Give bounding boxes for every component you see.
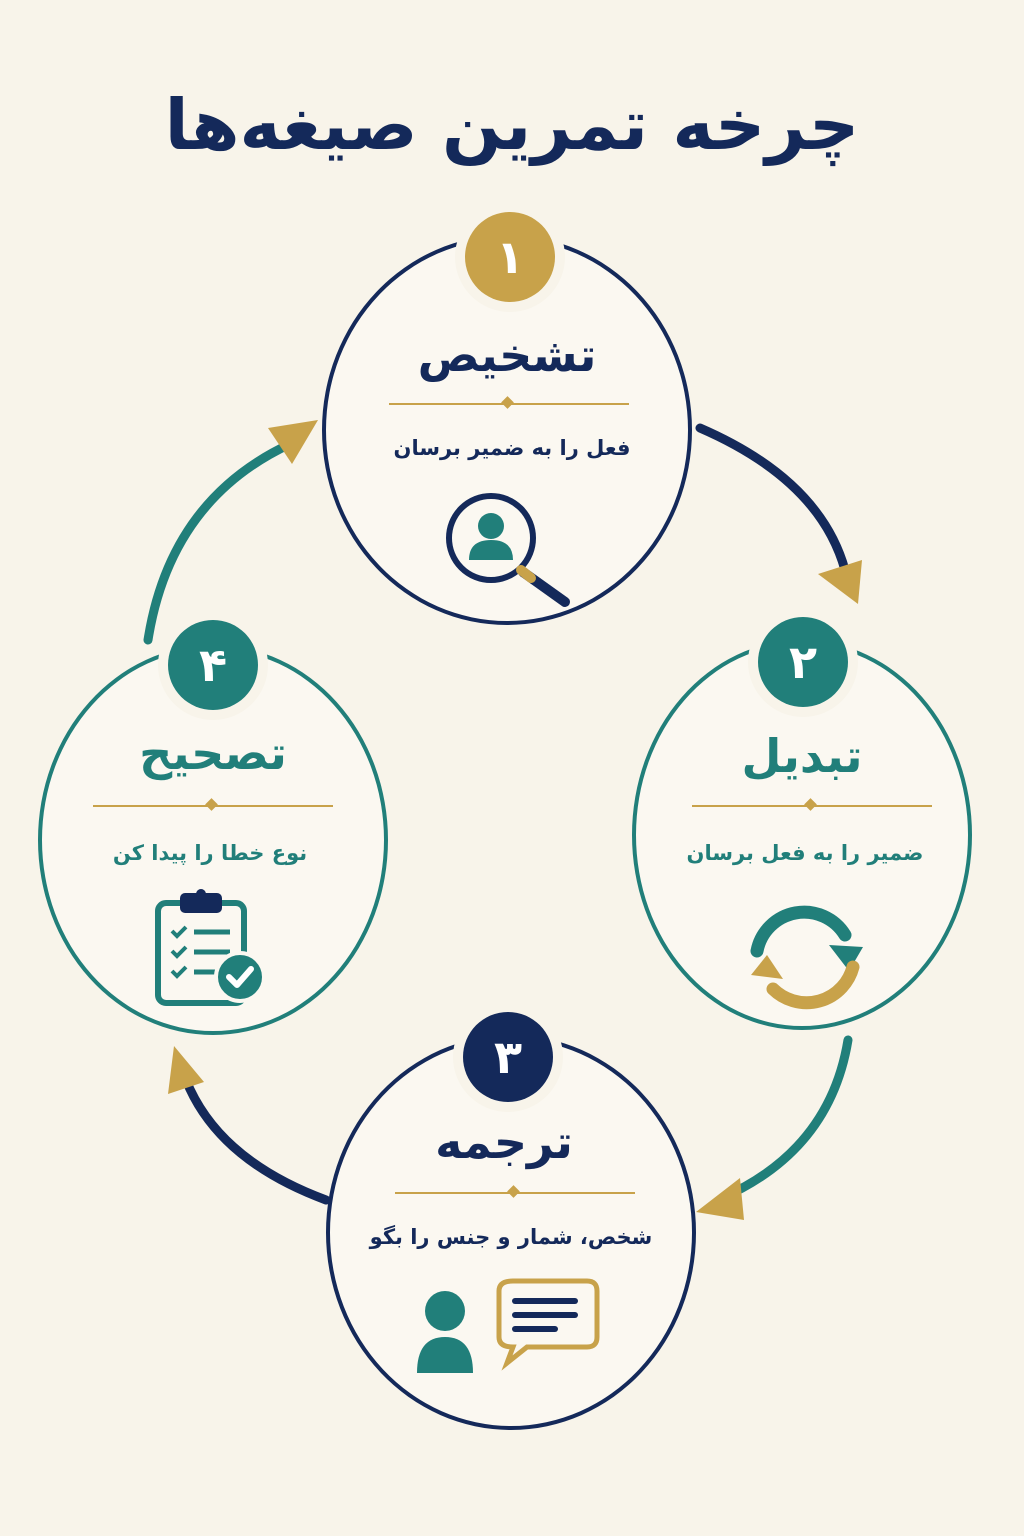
person-speech-icon xyxy=(417,1278,600,1373)
step-4-description: نوع خطا را پیدا کن xyxy=(112,841,308,865)
step-1-heading: تشخیص xyxy=(417,328,597,382)
step-4-heading: تصحیح xyxy=(139,726,287,780)
step-2-heading: تبدیل xyxy=(741,729,863,783)
clipboard-check-icon xyxy=(155,889,266,1006)
arrow-1-to-2 xyxy=(695,423,850,575)
cycle-arrows-icon xyxy=(750,905,863,1010)
step-1-description: فعل را به ضمیر برسان xyxy=(393,436,631,460)
step-3-badge: ۳ xyxy=(463,1012,553,1102)
step-1-divider xyxy=(389,396,629,410)
step-2-description: ضمیر را به فعل برسان xyxy=(686,841,924,865)
arrow-2-to-3 xyxy=(717,1035,853,1203)
arrowhead-3-to-4 xyxy=(168,1046,204,1094)
person-search-icon xyxy=(446,493,570,607)
arrowhead-4-to-1 xyxy=(268,420,318,464)
step-4-divider xyxy=(93,798,333,812)
step-2-divider xyxy=(692,798,932,812)
arrowhead-2-to-3 xyxy=(696,1178,744,1220)
step-3-divider xyxy=(395,1185,635,1199)
step-1-badge: ۱ xyxy=(465,212,555,302)
arrow-4-to-1 xyxy=(143,439,295,645)
page-title: چرخه تمرین صیغه‌ها xyxy=(164,84,860,166)
step-3-description: شخص، شمار و جنس را بگو xyxy=(369,1225,653,1249)
arrowhead-1-to-2 xyxy=(818,560,862,604)
step-3-heading: ترجمه xyxy=(435,1115,573,1169)
arrow-3-to-4 xyxy=(181,1075,331,1205)
step-2-badge: ۲ xyxy=(758,617,848,707)
step-4-badge: ۴ xyxy=(168,620,258,710)
